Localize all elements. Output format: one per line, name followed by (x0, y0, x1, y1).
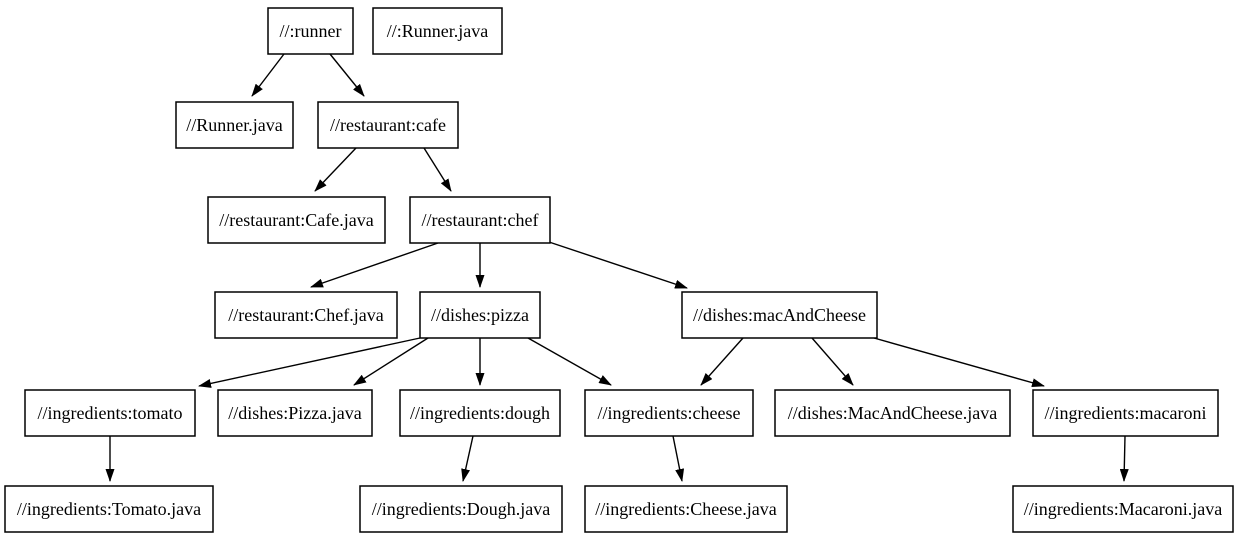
node-cafe-java-label: //restaurant:Cafe.java (219, 210, 373, 230)
edge-layer (105, 53, 1129, 482)
node-dough-label: //ingredients:dough (410, 403, 550, 423)
node-cheese-box (584, 389, 754, 437)
node-tomato-java: //ingredients:Tomato.java (4, 485, 214, 533)
edge-cafe-to-chef (423, 147, 452, 192)
node-cafe: //restaurant:cafe (317, 101, 459, 149)
node-cheese-java-box (584, 485, 788, 533)
node-mac-and-cheese-label: //dishes:macAndCheese (693, 305, 866, 325)
node-runner-java-target: //:Runner.java (372, 7, 503, 55)
node-mac-and-cheese-java: //dishes:MacAndCheese.java (774, 389, 1011, 437)
node-cafe-java-box (207, 196, 386, 244)
edge-mac-and-cheese-to-macaroni (873, 337, 1045, 388)
edge-pizza-to-pizza-java (353, 337, 429, 386)
node-tomato-box (24, 389, 196, 437)
node-cheese-label: //ingredients:cheese (598, 403, 741, 423)
edge-cafe-to-cafe-java (314, 147, 357, 192)
node-pizza-label: //dishes:pizza (431, 305, 529, 325)
node-runner-java-target-box (372, 7, 503, 55)
node-cheese-java: //ingredients:Cheese.java (584, 485, 788, 533)
node-chef-java: //restaurant:Chef.java (214, 291, 398, 339)
node-pizza-box (419, 291, 541, 339)
edge-runner-to-cafe (329, 53, 365, 97)
node-cafe-java: //restaurant:Cafe.java (207, 196, 386, 244)
node-tomato-java-box (4, 485, 214, 533)
edge-macaroni-to-macaroni-java (1119, 435, 1129, 482)
edge-chef-to-chef-java (310, 242, 439, 288)
node-dough: //ingredients:dough (399, 389, 561, 437)
edge-pizza-to-tomato (198, 337, 421, 388)
node-cafe-label: //restaurant:cafe (330, 115, 446, 135)
node-pizza-java-box (217, 389, 373, 437)
node-dough-java-box (359, 485, 563, 533)
edge-pizza-to-cheese (527, 337, 612, 386)
node-pizza: //dishes:pizza (419, 291, 541, 339)
node-tomato-label: //ingredients:tomato (38, 403, 183, 423)
node-mac-and-cheese-java-label: //dishes:MacAndCheese.java (788, 403, 997, 423)
node-dough-java: //ingredients:Dough.java (359, 485, 563, 533)
node-pizza-java-label: //dishes:Pizza.java (228, 403, 361, 423)
node-runner-java-file: //Runner.java (175, 101, 294, 149)
node-dough-java-label: //ingredients:Dough.java (372, 499, 550, 519)
node-cafe-box (317, 101, 459, 149)
edge-mac-and-cheese-to-mac-and-cheese-java (811, 337, 854, 386)
node-cheese-java-label: //ingredients:Cheese.java (595, 499, 776, 519)
node-chef: //restaurant:chef (409, 196, 551, 244)
edge-runner-to-runner-java-file (251, 53, 285, 97)
node-runner-java-file-label: //Runner.java (186, 115, 282, 135)
node-macaroni: //ingredients:macaroni (1032, 389, 1219, 437)
node-macaroni-java-label: //ingredients:Macaroni.java (1024, 499, 1222, 519)
node-macaroni-java: //ingredients:Macaroni.java (1012, 485, 1234, 533)
node-runner-label: //:runner (280, 21, 342, 41)
node-dough-box (399, 389, 561, 437)
node-chef-box (409, 196, 551, 244)
node-pizza-java: //dishes:Pizza.java (217, 389, 373, 437)
edge-mac-and-cheese-to-cheese (700, 337, 744, 386)
node-mac-and-cheese: //dishes:macAndCheese (681, 291, 878, 339)
node-runner: //:runner (267, 7, 354, 55)
node-runner-box (267, 7, 354, 55)
node-chef-java-label: //restaurant:Chef.java (228, 305, 383, 325)
node-macaroni-box (1032, 389, 1219, 437)
edge-chef-to-mac-and-cheese (548, 241, 688, 289)
edge-dough-to-dough-java (461, 435, 474, 482)
node-runner-java-target-label: //:Runner.java (387, 21, 488, 41)
node-macaroni-java-box (1012, 485, 1234, 533)
edge-cheese-to-cheese-java (672, 435, 685, 482)
node-macaroni-label: //ingredients:macaroni (1045, 403, 1207, 423)
node-tomato-java-label: //ingredients:Tomato.java (17, 499, 201, 519)
node-mac-and-cheese-java-box (774, 389, 1011, 437)
node-chef-label: //restaurant:chef (422, 210, 539, 230)
node-tomato: //ingredients:tomato (24, 389, 196, 437)
node-runner-java-file-box (175, 101, 294, 149)
node-mac-and-cheese-box (681, 291, 878, 339)
node-chef-java-box (214, 291, 398, 339)
node-cheese: //ingredients:cheese (584, 389, 754, 437)
